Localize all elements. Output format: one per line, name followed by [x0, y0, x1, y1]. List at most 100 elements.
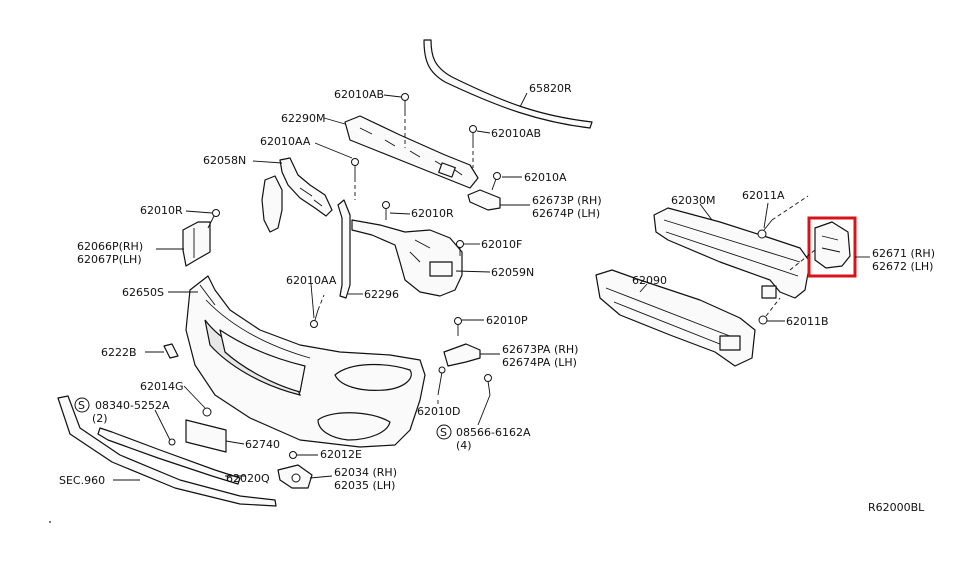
leader-62290M [323, 117, 346, 125]
part-62058N-bracket[interactable] [261, 157, 333, 233]
label-62035: 62035 (LH) [334, 479, 395, 492]
label-62290M: 62290M [281, 112, 325, 125]
leader-62010AA-bottom [310, 283, 315, 319]
label-62059N: 62059N [491, 266, 534, 279]
bolt-62010R-mid[interactable] [382, 201, 390, 221]
dash-62011B [765, 297, 781, 317]
label-62740: 62740 [245, 438, 280, 451]
part-65820R-molding[interactable] [423, 39, 593, 129]
label-62014G: 62014G [140, 380, 184, 393]
label-62672: 62672 (LH) [872, 260, 933, 273]
bolt-62010AA-top[interactable] [351, 158, 359, 179]
part-62673PA-bracket[interactable] [443, 343, 481, 367]
part-62014G-clip[interactable] [202, 407, 212, 417]
screw-08340-5252A[interactable] [168, 438, 176, 446]
label-08566-qty: (4) [456, 439, 472, 452]
part-62066P-stay[interactable] [182, 221, 211, 267]
label-62010R-mid: 62010R [411, 207, 454, 220]
bolt-62010AB-right[interactable] [469, 125, 477, 145]
label-08566: 08566-6162A [456, 426, 531, 439]
part-62650S-fascia[interactable] [185, 275, 426, 448]
bolt-62010D[interactable] [437, 366, 446, 396]
label-62296: 62296 [364, 288, 399, 301]
part-62059N-bracket[interactable] [351, 219, 463, 297]
dash-62011A [771, 195, 809, 221]
label-62010P: 62010P [486, 314, 528, 327]
label-62674P: 62674P (LH) [532, 207, 600, 220]
label-62673PA: 62673PA (RH) [502, 343, 578, 356]
label-62010R-left: 62010R [140, 204, 183, 217]
label-62058N: 62058N [203, 154, 246, 167]
leader-62059N [455, 270, 491, 273]
leader-62010AB-right [476, 130, 491, 134]
label-sec960: SEC.960 [59, 474, 105, 487]
dash-62671 [789, 249, 816, 271]
bolt-62010A[interactable] [491, 172, 501, 191]
standard-part-symbol-icon [436, 424, 452, 440]
leader-62030M [699, 203, 713, 221]
part-62090-absorber[interactable] [595, 269, 756, 367]
label-62066P: 62066P(RH) [77, 240, 143, 253]
part-62296-stay[interactable] [337, 199, 351, 299]
diagram-id: R62000BL [868, 501, 925, 514]
leader-08566 [477, 394, 491, 426]
bolt-62010AB-top[interactable] [401, 93, 409, 113]
label-62673P: 62673P (RH) [532, 194, 602, 207]
leader-65820R [519, 92, 528, 108]
part-62673P-bracket[interactable] [467, 189, 501, 211]
leader-62090 [639, 283, 648, 293]
bolt-62010F[interactable] [456, 240, 464, 257]
leader-62010AA-top [314, 142, 353, 159]
leader-62010R-mid [389, 212, 411, 215]
bolt-62010R-left[interactable] [207, 209, 220, 229]
standard-part-symbol-icon [74, 397, 90, 413]
leader-62058N [252, 160, 283, 164]
label-62010AB-right: 62010AB [491, 127, 541, 140]
part-sec960-spoiler[interactable] [57, 395, 277, 507]
label-62010A: 62010A [524, 171, 567, 184]
label-62010AA-top: 62010AA [260, 135, 311, 148]
label-65820R: 65820R [529, 82, 572, 95]
part-6222B-clip[interactable] [163, 343, 179, 359]
leader-08340 [154, 409, 171, 441]
part-62740-license-bracket[interactable] [185, 419, 227, 453]
label-62010AA-bottom: 62010AA [286, 274, 337, 287]
part-62290M-retainer[interactable] [344, 115, 479, 189]
part-62030M-reinforcement[interactable] [653, 207, 811, 299]
highlight-box [807, 216, 857, 278]
screw-08566-6162A[interactable] [484, 374, 492, 396]
bolt-62011B[interactable] [758, 315, 768, 325]
label-6222B: 6222B [101, 346, 137, 359]
label-62034: 62034 (RH) [334, 466, 397, 479]
bolt-62010P[interactable] [454, 317, 462, 337]
label-62674PA: 62674PA (LH) [502, 356, 577, 369]
scan-dot [49, 521, 51, 523]
label-62090: 62090 [632, 274, 667, 287]
label-62020Q: 62020Q [226, 472, 270, 485]
bolt-62011A[interactable] [757, 219, 773, 239]
bolt-62010AA-bottom[interactable] [310, 309, 319, 328]
label-62030M: 62030M [671, 194, 715, 207]
label-62010F: 62010F [481, 238, 522, 251]
label-08340-mark: S [78, 399, 85, 412]
leader-62010AB-top [383, 94, 402, 98]
part-62012E-clip[interactable] [289, 451, 297, 459]
part-62671-bracket[interactable] [814, 221, 851, 269]
leader-62014G [183, 385, 206, 409]
label-08340: 08340-5252A [95, 399, 170, 412]
part-62034-fog-cover[interactable] [277, 464, 313, 489]
leader-62011A [763, 202, 769, 229]
label-08340-qty: (2) [92, 412, 108, 425]
dash-62010AA-bottom [317, 294, 325, 311]
label-62012E: 62012E [320, 448, 362, 461]
leader-62010R-left [185, 210, 213, 214]
label-62011A: 62011A [742, 189, 785, 202]
label-62010D: 62010D [417, 405, 460, 418]
label-08566-mark: S [440, 426, 447, 439]
part-62020Q-grille[interactable] [97, 427, 241, 485]
label-62067P: 62067P(LH) [77, 253, 142, 266]
leader-62740 [225, 440, 245, 445]
label-62650S: 62650S [122, 286, 164, 299]
label-62011B: 62011B [786, 315, 829, 328]
